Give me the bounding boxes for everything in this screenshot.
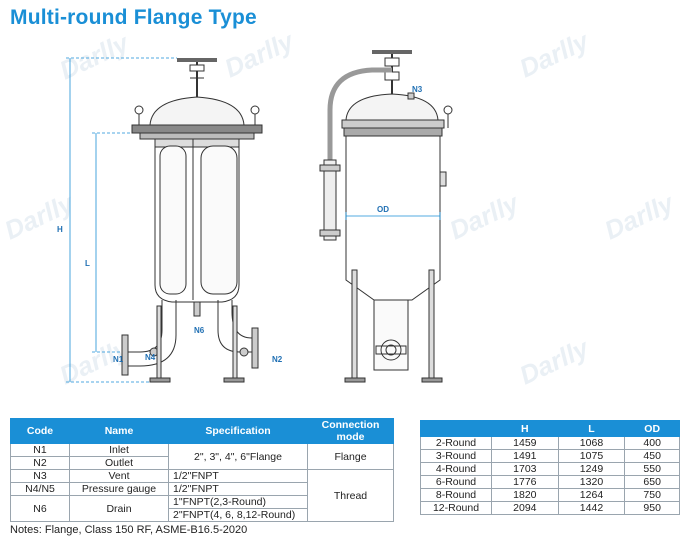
- od-cell: 950: [624, 501, 680, 515]
- column-header: Connection mode: [307, 418, 394, 444]
- od-cell: 550: [624, 462, 680, 476]
- nozzle-n4-label: N4: [145, 353, 156, 362]
- code-cell: N3: [10, 469, 70, 483]
- od-cell: 650: [624, 475, 680, 489]
- l-cell: 1068: [557, 436, 626, 450]
- l-cell: 1075: [557, 449, 626, 463]
- code-cell: N2: [10, 456, 70, 470]
- notes-text: Notes: Flange, Class 150 RF, ASME-B16.5-…: [10, 524, 248, 536]
- watermark: Darlly: [515, 25, 595, 83]
- h-cell: 2094: [491, 501, 559, 515]
- code-cell: N4/N5: [10, 482, 70, 496]
- dimension-od-label: OD: [377, 205, 389, 214]
- page-title: Multi-round Flange Type: [10, 6, 257, 29]
- od-cell: 450: [624, 449, 680, 463]
- od-cell: 750: [624, 488, 680, 502]
- spec-cell: 2"FNPT(4, 6, 8,12-Round): [168, 508, 308, 522]
- h-cell: 1491: [491, 449, 559, 463]
- nozzle-n2-label: N2: [272, 355, 283, 364]
- front-view: [66, 57, 263, 383]
- name-cell: Inlet: [69, 443, 169, 457]
- nozzle-table: Code Name Specification Connection mode …: [10, 418, 394, 522]
- spec-cell: 2", 3", 4", 6"Flange: [168, 443, 308, 470]
- model-cell: 6-Round: [420, 475, 492, 489]
- model-cell: 4-Round: [420, 462, 492, 476]
- column-header: H: [491, 420, 559, 437]
- connection-cell: Thread: [307, 469, 394, 522]
- name-cell: Vent: [69, 469, 169, 483]
- model-cell: 8-Round: [420, 488, 492, 502]
- nozzle-n6-label: N6: [194, 326, 205, 335]
- model-cell: 3-Round: [420, 449, 492, 463]
- table-row: 8-Round 1820 1264 750: [420, 488, 680, 502]
- model-cell: 2-Round: [420, 436, 492, 450]
- connection-cell: Flange: [307, 443, 394, 470]
- dimension-h-label: H: [57, 225, 63, 234]
- side-view: [319, 50, 453, 383]
- watermark: Darlly: [600, 187, 680, 245]
- code-cell: N6: [10, 495, 70, 522]
- spec-cell: 1/2"FNPT: [168, 469, 308, 483]
- od-cell: 400: [624, 436, 680, 450]
- table-row: 4-Round 1703 1249 550: [420, 462, 680, 476]
- table-row: N2 Outlet: [10, 456, 394, 470]
- name-cell: Outlet: [69, 456, 169, 470]
- h-cell: 1820: [491, 488, 559, 502]
- name-cell: Pressure gauge: [69, 482, 169, 496]
- table-header-row: Code Name Specification Connection mode: [10, 418, 394, 444]
- column-header: OD: [624, 420, 680, 437]
- code-cell: N1: [10, 443, 70, 457]
- h-cell: 1776: [491, 475, 559, 489]
- table-row: N1 Inlet 2", 3", 4", 6"Flange Flange: [10, 443, 394, 470]
- filter-housing-drawing: Darlly Darlly Darlly Darlly Darlly Darll…: [0, 25, 680, 390]
- dimension-table: H L OD 2-Round 1459 1068 400 3-Round 149…: [420, 420, 680, 515]
- table-row: 2-Round 1459 1068 400: [420, 436, 680, 450]
- column-header: Specification: [168, 418, 308, 444]
- table-row: 6-Round 1776 1320 650: [420, 475, 680, 489]
- table-row: N3 Vent 1/2"FNPT Thread: [10, 469, 394, 522]
- watermark: Darlly: [55, 27, 135, 85]
- l-cell: 1249: [557, 462, 626, 476]
- column-header: Name: [69, 418, 169, 444]
- l-cell: 1442: [557, 501, 626, 515]
- table-row: N6 Drain 1"FNPT(2,3-Round): [10, 495, 394, 522]
- column-header: Code: [10, 418, 70, 444]
- model-cell: 12-Round: [420, 501, 492, 515]
- watermark: Darlly: [220, 25, 300, 83]
- l-cell: 1264: [557, 488, 626, 502]
- table-row: 12-Round 2094 1442 950: [420, 501, 680, 515]
- nozzle-n3-label: N3: [412, 85, 423, 94]
- dimension-l-label: L: [85, 259, 90, 268]
- table-header-row: H L OD: [420, 420, 680, 437]
- watermark: Darlly: [445, 187, 525, 245]
- nozzle-n1-label: N1: [113, 355, 124, 364]
- spec-cell: 1"FNPT(2,3-Round): [168, 495, 308, 509]
- watermark: Darlly: [0, 187, 79, 245]
- table-row: 3-Round 1491 1075 450: [420, 449, 680, 463]
- column-header: L: [557, 420, 626, 437]
- table-row: 2"FNPT(4, 6, 8,12-Round): [11, 508, 394, 522]
- name-cell: Drain: [69, 495, 169, 522]
- spec-cell: 1/2"FNPT: [168, 482, 308, 496]
- column-header: [420, 420, 492, 437]
- h-cell: 1703: [491, 462, 559, 476]
- watermark: Darlly: [515, 332, 595, 390]
- h-cell: 1459: [491, 436, 559, 450]
- l-cell: 1320: [557, 475, 626, 489]
